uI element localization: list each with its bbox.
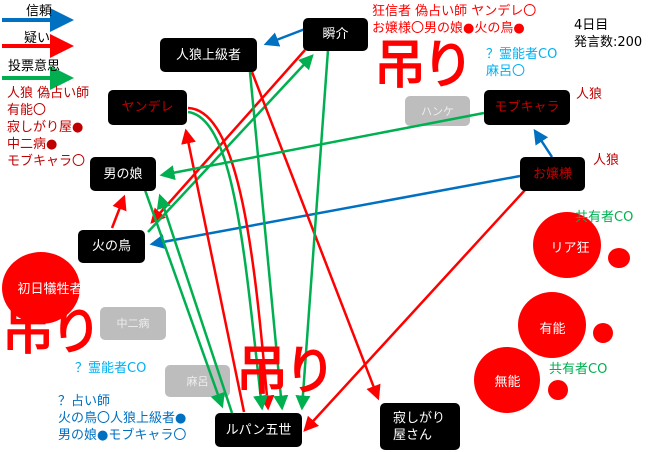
node-sabishigari[interactable]: 寂しがり屋さん — [380, 403, 460, 450]
node-label: 初日犠牲者 — [17, 282, 83, 297]
node-jinrou-jokyu[interactable]: 人狼上級者 — [160, 38, 257, 72]
arrow-vote — [143, 189, 225, 409]
legend-doubt-label: 疑い — [24, 31, 51, 46]
arrow-doubt — [150, 49, 306, 224]
blood-splatter-icon — [474, 347, 540, 413]
node-label: 寂しがり — [393, 410, 446, 426]
node-label: 火の鳥 — [91, 239, 131, 254]
blood-splatter-icon — [2, 252, 80, 324]
node-yandere[interactable]: ヤンデレ — [108, 90, 187, 125]
node-shunsuke[interactable]: 瞬介 — [303, 18, 368, 51]
node-label: 有能 — [539, 322, 566, 337]
node-ojou[interactable]: お嬢様 — [520, 157, 585, 191]
node-label: 人狼上級者 — [175, 47, 241, 63]
arrow-doubt — [303, 189, 526, 432]
node-mob[interactable]: モブキャラ — [484, 90, 570, 125]
arrow-doubt — [187, 106, 275, 411]
node-label: ルパン五世 — [225, 422, 292, 438]
arrow-vote — [147, 54, 314, 233]
blood-splatter-icon — [533, 212, 601, 278]
node-riakyo[interactable]: リア狂 — [535, 230, 605, 263]
node-label: 麻呂 — [186, 374, 209, 388]
arrow-vote — [295, 49, 330, 411]
note-kyoyu: 共有者CO — [549, 362, 608, 377]
node-label: ハンケ — [421, 104, 454, 118]
arrow-trust — [533, 128, 554, 158]
node-shonichi[interactable]: 初日犠牲者 — [2, 270, 98, 305]
status-counter: 4日目発言数:200 — [574, 18, 643, 50]
blood-drop-icon — [608, 248, 630, 268]
legend-trust-label: 信頼 — [26, 4, 53, 19]
node-yuno[interactable]: 有能 — [520, 310, 585, 345]
note-left-medium: ？霊能者CO — [75, 361, 147, 376]
arrow-vote — [248, 71, 289, 411]
note-left-claim: 人狼 偽占い師有能〇寂しがり屋●中二病●モブキャラ〇 — [7, 86, 90, 169]
hanged-mark: 吊り — [236, 342, 336, 402]
hanged-mark: 吊り — [374, 36, 474, 96]
legend-vote-label: 投票意思 — [8, 59, 61, 74]
node-label: 無能 — [494, 374, 521, 390]
node-otokonoko[interactable]: 男の娘 — [90, 157, 156, 191]
note-top-claim: 狂信者 偽占い師 ヤンデレ〇お嬢様〇男の娘●火の鳥● — [372, 4, 537, 36]
node-lupin[interactable]: ルパン五世 — [215, 413, 302, 447]
blood-drop-icon — [548, 380, 568, 400]
note-mob-role: 人狼 — [576, 87, 603, 102]
arrow-vote — [187, 110, 269, 411]
node-hinotori[interactable]: 火の鳥 — [78, 230, 145, 263]
node-chuni[interactable]: 中二病 — [100, 307, 166, 340]
hanged-mark: 吊り — [2, 302, 102, 362]
arrow-trust — [149, 174, 521, 250]
note-kyoyu: 共有者CO — [575, 210, 634, 225]
blood-drop-icon — [593, 323, 613, 343]
node-label: 男の娘 — [103, 166, 143, 182]
node-label: お嬢様 — [532, 166, 572, 182]
arrow-trust — [263, 27, 306, 47]
blood-splatter-icon — [518, 292, 586, 358]
node-muno[interactable]: 無能 — [475, 363, 540, 397]
arrow-doubt — [181, 128, 246, 413]
arrow-vote — [159, 111, 485, 181]
node-label: ヤンデレ — [121, 100, 174, 115]
node-label: 中二病 — [116, 317, 150, 330]
node-maro[interactable]: 麻呂 — [165, 365, 230, 397]
arrow-vote — [156, 193, 234, 414]
node-label: モブキャラ — [494, 100, 560, 115]
note-ojou-role: 人狼 — [593, 153, 620, 168]
node-label: 瞬介 — [322, 27, 349, 42]
note-left-seer: ？占い師火の鳥〇人狼上級者●男の娘●モブキャラ〇 — [58, 394, 187, 443]
node-label: リア狂 — [550, 241, 590, 256]
node-label: 屋さん — [393, 427, 433, 443]
arrow-doubt — [110, 194, 127, 229]
